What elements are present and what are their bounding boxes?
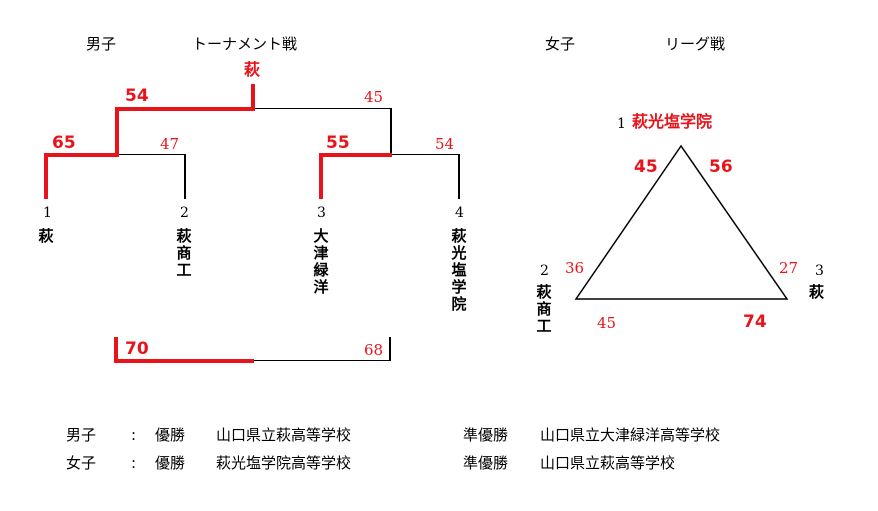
league-score: 27 bbox=[779, 259, 799, 277]
score-final-lose: 45 bbox=[364, 88, 384, 106]
summary-runner-label: 準優勝 bbox=[463, 454, 509, 472]
score-third-win: 70 bbox=[125, 339, 149, 359]
bracket-line-semi-left bbox=[115, 107, 119, 157]
men-division-header: 男子 bbox=[86, 35, 117, 53]
score-r1-left-win: 65 bbox=[52, 133, 76, 153]
league-score: 74 bbox=[743, 312, 767, 332]
seed-number: 1 bbox=[43, 205, 52, 221]
league-score: 45 bbox=[634, 157, 658, 177]
score-third-lose: 68 bbox=[364, 341, 384, 359]
league-team-name: 萩光塩学院 bbox=[632, 112, 713, 131]
bracket-line-r1-right-lose bbox=[392, 154, 459, 155]
bracket-line-team4 bbox=[458, 154, 460, 199]
league-team-name: 萩 bbox=[809, 283, 825, 301]
women-division-header: 女子 bbox=[545, 35, 576, 53]
score-r1-right-lose: 54 bbox=[435, 135, 455, 153]
league-team-number: 2 bbox=[540, 263, 549, 279]
summary-separator: : bbox=[131, 426, 137, 444]
score-r1-right-win: 55 bbox=[326, 133, 350, 153]
seed-number: 4 bbox=[455, 205, 464, 221]
summary-winner: 山口県立萩高等学校 bbox=[216, 426, 352, 444]
bracket-line-r1-left-win bbox=[44, 153, 119, 157]
summary-win-label: 優勝 bbox=[155, 426, 186, 444]
bracket-line-team1 bbox=[44, 153, 48, 199]
men-format-header: トーナメント戦 bbox=[192, 35, 298, 53]
seed-number: 2 bbox=[180, 205, 189, 221]
bracket-line-third-right bbox=[389, 337, 391, 361]
seed-name: 萩 bbox=[38, 227, 54, 245]
bracket-line-third-win bbox=[114, 359, 254, 363]
bracket-line-third-lose bbox=[254, 360, 390, 361]
score-r1-left-lose: 47 bbox=[160, 135, 180, 153]
summary-runner: 山口県立大津緑洋高等学校 bbox=[540, 426, 721, 444]
seed-name: 萩商工 bbox=[176, 227, 192, 279]
summary-division: 女子 bbox=[66, 454, 97, 472]
bracket-line-final-lose bbox=[255, 108, 391, 109]
bracket-line-third-left bbox=[114, 337, 118, 363]
seed-name: 萩光塩学院 bbox=[451, 227, 467, 313]
league-team-number: 1 bbox=[617, 116, 626, 132]
summary-win-label: 優勝 bbox=[155, 454, 186, 472]
bracket-line-final-win bbox=[115, 107, 255, 111]
summary-runner-label: 準優勝 bbox=[463, 426, 509, 444]
summary-runner: 山口県立萩高等学校 bbox=[540, 454, 676, 472]
bracket-line-team2 bbox=[184, 154, 186, 199]
seed-number: 3 bbox=[317, 205, 326, 221]
bracket-line-r1-right-win bbox=[319, 153, 392, 157]
seed-name: 大津緑洋 bbox=[313, 227, 329, 296]
bracket-line-team3 bbox=[319, 153, 323, 199]
league-triangle-shape bbox=[574, 144, 789, 300]
league-score: 45 bbox=[597, 314, 617, 332]
summary-winner: 萩光塩学院高等学校 bbox=[216, 454, 352, 472]
women-format-header: リーグ戦 bbox=[665, 35, 726, 53]
bracket-line-r1-left-lose bbox=[119, 154, 185, 155]
league-team-number: 3 bbox=[815, 263, 824, 279]
score-final-win: 54 bbox=[125, 86, 149, 106]
league-team-name: 萩商工 bbox=[536, 283, 552, 335]
tournament-champion: 萩 bbox=[244, 60, 261, 79]
bracket-line-champion bbox=[251, 84, 255, 111]
league-score: 56 bbox=[709, 157, 733, 177]
bracket-line-semi-right bbox=[390, 108, 392, 157]
summary-division: 男子 bbox=[66, 426, 97, 444]
league-score: 36 bbox=[565, 259, 585, 277]
summary-separator: : bbox=[131, 454, 137, 472]
